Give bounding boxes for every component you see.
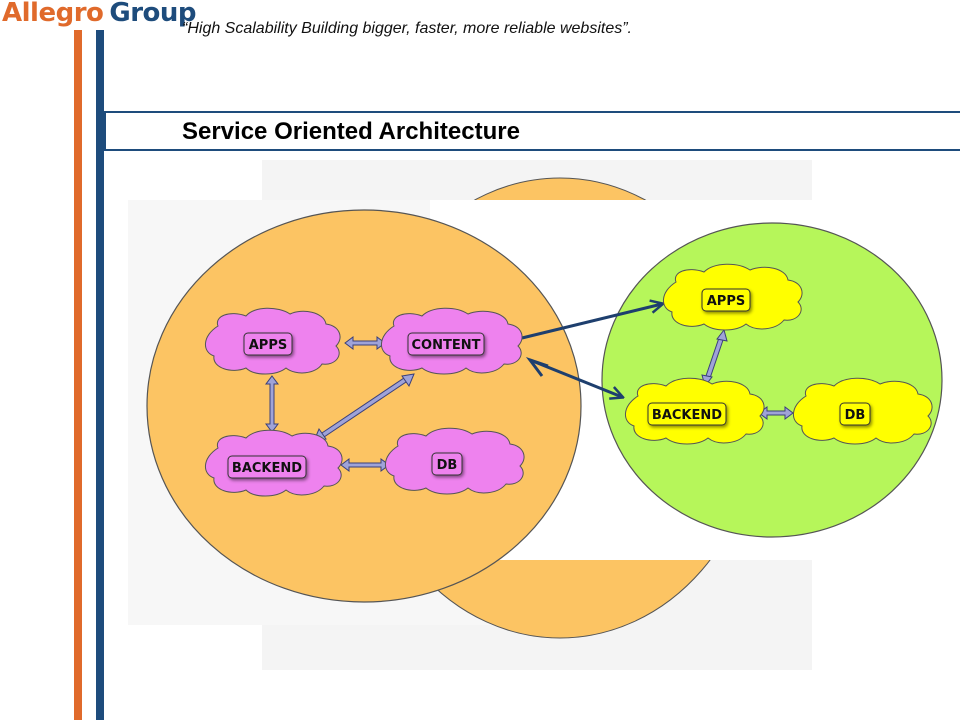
blue-vertical-bar bbox=[96, 30, 104, 720]
arrowhead-content-back bbox=[525, 357, 549, 377]
right-node-backend: BACKEND bbox=[625, 377, 765, 445]
node-label-content: CONTENT bbox=[412, 338, 481, 353]
right-cluster-edges bbox=[701, 328, 794, 420]
title-frame bbox=[104, 111, 960, 151]
slide-title: Service Oriented Architecture bbox=[182, 118, 520, 145]
logo-word-group: Group bbox=[109, 0, 197, 28]
left-node-content: CONTENT bbox=[381, 307, 523, 375]
left-node-backend: BACKEND bbox=[205, 429, 343, 497]
slide-tagline: “High Scalability Building bigger, faste… bbox=[182, 20, 632, 37]
right-node-apps: APPS bbox=[663, 263, 803, 331]
node-label-db: DB bbox=[437, 458, 458, 473]
edge-right-backend-db bbox=[758, 406, 794, 420]
node-label-right-apps: APPS bbox=[707, 294, 745, 309]
cross-cluster-edges bbox=[521, 304, 662, 397]
orange-vertical-bar bbox=[74, 30, 82, 720]
node-label-apps: APPS bbox=[249, 338, 287, 353]
right-node-db: DB bbox=[793, 377, 933, 445]
logo-word-allegro: Allegro bbox=[2, 0, 104, 28]
node-label-right-backend: BACKEND bbox=[652, 408, 722, 423]
edge-right-apps-backend bbox=[701, 328, 728, 388]
left-node-apps: APPS bbox=[205, 307, 341, 375]
node-label-right-db: DB bbox=[845, 408, 866, 423]
node-label-backend: BACKEND bbox=[232, 461, 302, 476]
left-node-db: DB bbox=[385, 427, 525, 495]
arrow-content-to-right-apps bbox=[521, 304, 662, 340]
